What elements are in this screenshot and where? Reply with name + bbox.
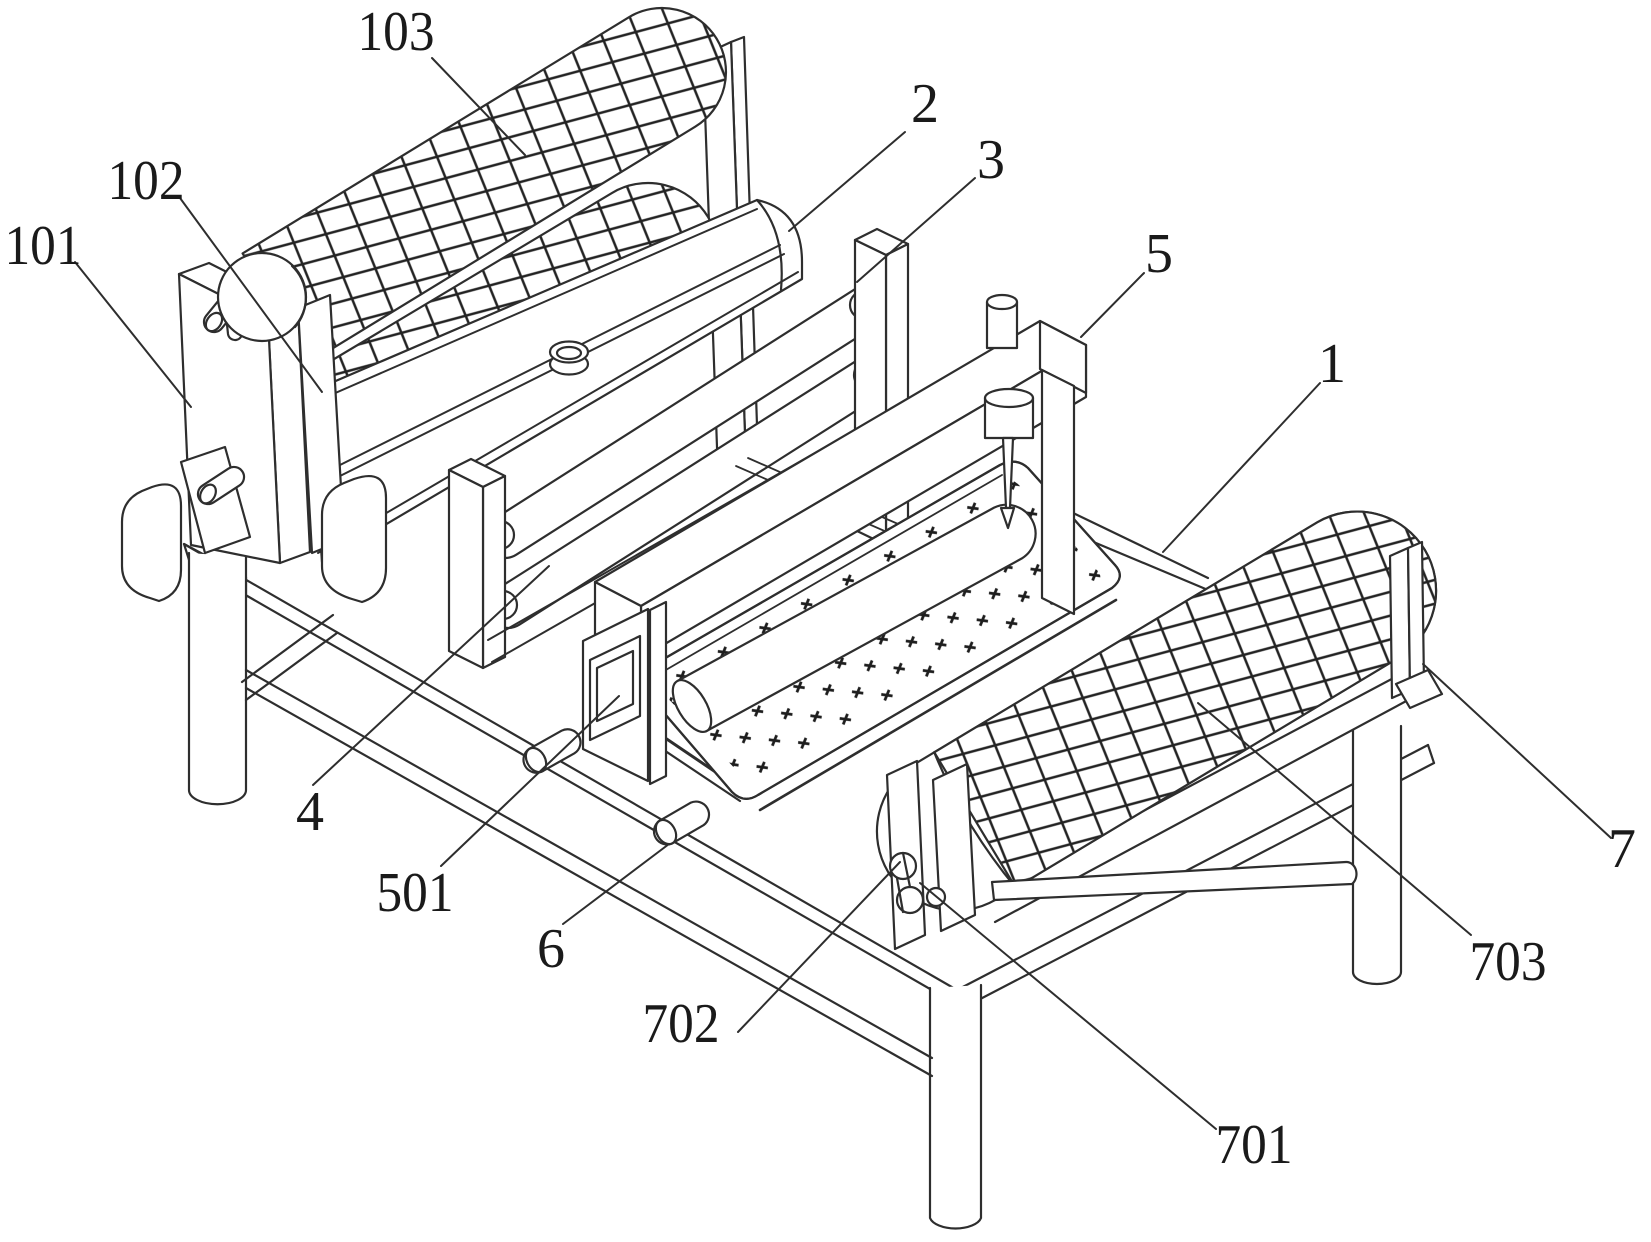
svg-text:103: 103 bbox=[358, 1, 435, 63]
svg-text:1: 1 bbox=[1318, 333, 1346, 395]
svg-text:501: 501 bbox=[377, 862, 454, 924]
svg-text:102: 102 bbox=[108, 150, 185, 212]
svg-text:4: 4 bbox=[296, 781, 324, 843]
svg-text:703: 703 bbox=[1470, 931, 1547, 993]
svg-text:5: 5 bbox=[1145, 223, 1173, 285]
svg-text:701: 701 bbox=[1216, 1114, 1293, 1176]
svg-text:6: 6 bbox=[537, 918, 565, 980]
svg-text:101: 101 bbox=[5, 215, 82, 277]
svg-text:2: 2 bbox=[911, 73, 939, 135]
svg-text:702: 702 bbox=[643, 993, 720, 1055]
svg-text:7: 7 bbox=[1608, 818, 1636, 880]
svg-text:3: 3 bbox=[977, 129, 1005, 191]
